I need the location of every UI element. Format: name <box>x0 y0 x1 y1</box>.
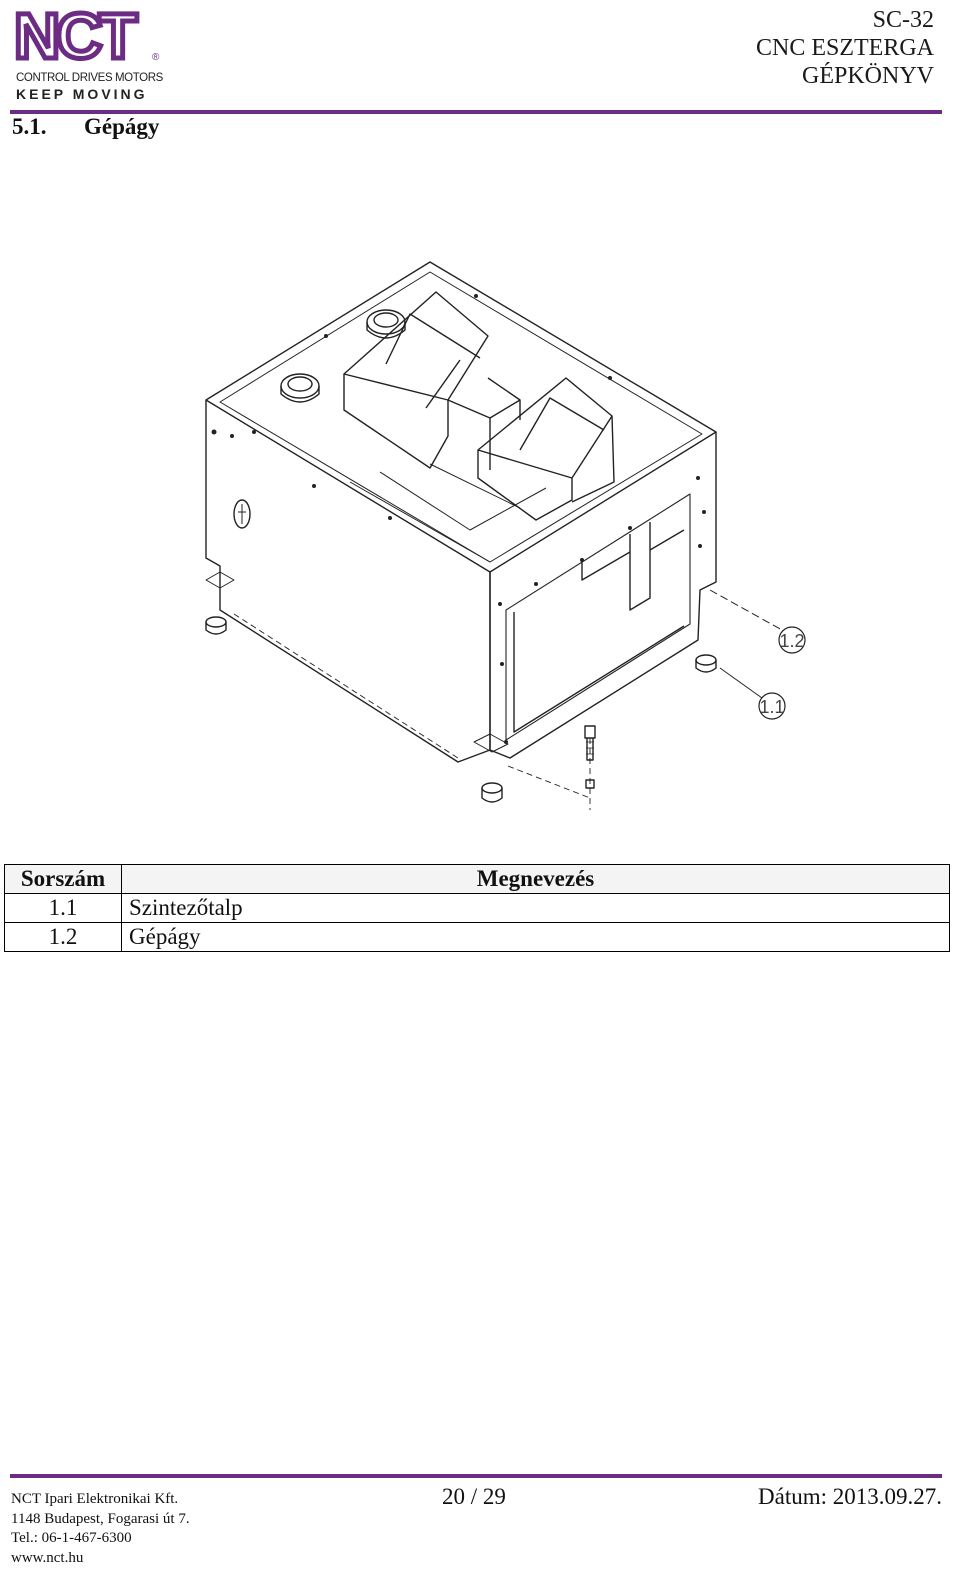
part-number: 1.2 <box>4 922 122 952</box>
company-name: NCT Ipari Elektronikai Kft. <box>11 1491 179 1507</box>
section-number: 5.1. <box>12 114 47 139</box>
machine-bed-drawing: 1.2 1.1 <box>205 261 806 810</box>
column-header-name: Megnevezés <box>121 864 950 894</box>
footer-company-info: NCT Ipari Elektronikai Kft. 1148 Budapes… <box>11 1490 190 1568</box>
logo-slogan: KEEP MOVING <box>16 86 148 102</box>
column-header-number: Sorszám <box>4 864 122 894</box>
logo-registered-mark: ® <box>152 52 160 63</box>
company-phone: Tel.: 06-1-467-6300 <box>11 1530 132 1546</box>
page-number: 20 / 29 <box>442 1484 506 1509</box>
company-address: 1148 Budapest, Fogarasi út 7. <box>11 1510 190 1527</box>
callout-1-1: 1.1 <box>759 697 784 717</box>
doc-title-model: SC-32 <box>872 7 934 33</box>
logo-tagline: CONTROL DRIVES MOTORS <box>16 72 163 84</box>
company-logo: NCT ® CONTROL DRIVES MOTORS KEEP MOVING <box>12 0 164 103</box>
table-row: 1.1 Szintezőtalp <box>4 893 950 923</box>
table-row: 1.2 Gépágy <box>4 922 950 952</box>
footer-divider <box>10 1474 942 1478</box>
document-title: SC-32 CNC ESZTERGA GÉPKÖNYV <box>756 6 934 90</box>
header-divider <box>10 110 942 114</box>
part-number: 1.1 <box>4 893 122 923</box>
doc-title-machine: CNC ESZTERGA <box>755 35 934 61</box>
document-date: Dátum: 2013.09.27. <box>758 1484 942 1509</box>
table-header-row: Sorszám Megnevezés <box>4 864 950 894</box>
section-heading: 5.1. Gépágy <box>12 114 159 140</box>
parts-table: Sorszám Megnevezés 1.1 Szintezőtalp 1.2 … <box>4 864 950 952</box>
part-name: Szintezőtalp <box>121 893 950 923</box>
part-name: Gépágy <box>121 922 950 952</box>
section-title: Gépágy <box>84 114 160 139</box>
callout-1-2: 1.2 <box>779 631 804 651</box>
company-website: www.nct.hu <box>11 1549 84 1566</box>
logo-wordmark: NCT <box>12 0 140 72</box>
doc-title-manual: GÉPKÖNYV <box>802 63 934 89</box>
